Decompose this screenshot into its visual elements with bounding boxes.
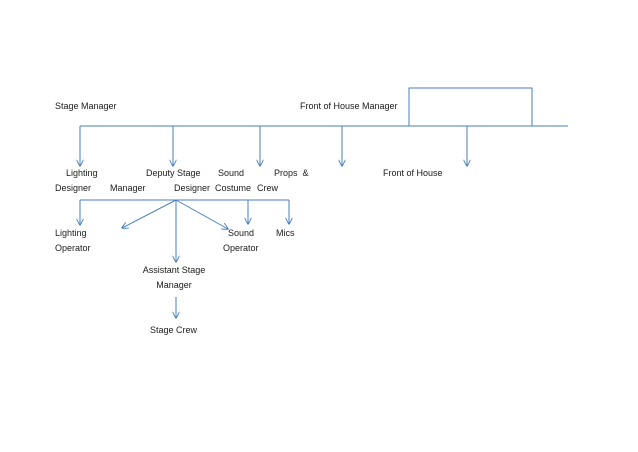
crew-label: Crew [257, 183, 279, 193]
fan-left [122, 199, 177, 228]
sound-operator-line1: Sound [228, 228, 255, 238]
empty-box [408, 87, 533, 127]
assistant-stage-manager-line1: Assistant Stage [142, 265, 206, 275]
lighting-designer-line2: Designer [55, 183, 92, 193]
stage-manager-label: Stage Manager [55, 101, 117, 111]
props-label: Props & [274, 168, 309, 178]
mics-label: Mics [276, 228, 295, 238]
sound-operator-line2: Operator [223, 243, 259, 253]
sound-label: Sound [218, 168, 245, 178]
fan-right [175, 199, 228, 229]
lighting-operator-line1: Lighting [55, 228, 87, 238]
stage-crew-label: Stage Crew [150, 325, 198, 335]
designer-label: Designer [174, 183, 211, 193]
lighting-operator-line2: Operator [55, 243, 91, 253]
deputy-stage-manager-line1: Deputy Stage [146, 168, 201, 178]
deputy-stage-manager-line2: Manager [110, 183, 146, 193]
assistant-stage-manager-line2: Manager [156, 280, 192, 290]
front-of-house-label: Front of House [383, 168, 443, 178]
lighting-designer-line1: Lighting [66, 168, 98, 178]
front-of-house-manager-label: Front of House Manager [300, 101, 398, 111]
costume-label: Costume [215, 183, 252, 193]
